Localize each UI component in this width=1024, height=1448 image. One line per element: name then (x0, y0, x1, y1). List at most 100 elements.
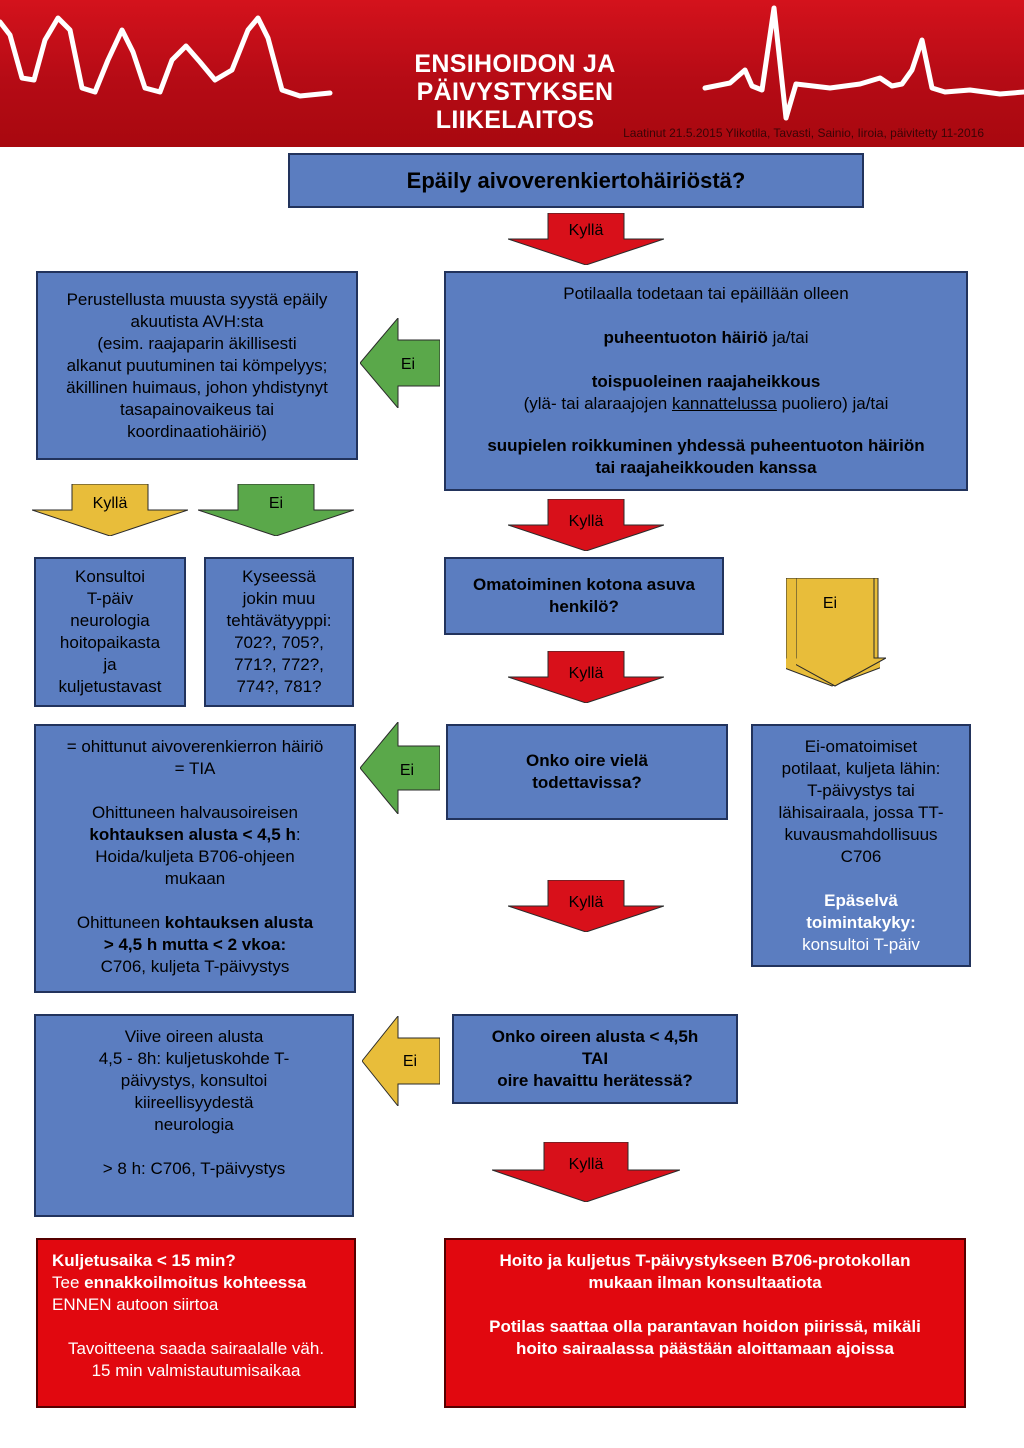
not-independent-line8: toimintakyky: (806, 912, 916, 932)
consult-line4: hoitopaikasta (59, 633, 161, 652)
no-arrow-left-1: Ei (360, 318, 440, 408)
tia-line9: C706, kuljeta T-päivystys (100, 957, 290, 976)
box-not-independent: Ei-omatoimiset potilaat, kuljeta lähin: … (751, 724, 971, 967)
no-arrow-left-1-label: Ei (401, 356, 415, 373)
tia-line6: mukaan (164, 869, 226, 888)
transport-line2-prefix: Tee (52, 1273, 85, 1292)
tia-line8: > 4,5 h mutta < 2 vkoa: (103, 935, 287, 954)
consult-line5: ja (103, 655, 117, 674)
other-cause-line7: koordinaatiohäiriö) (127, 421, 267, 441)
yes-arrow-down-3: Kyllä (508, 651, 664, 703)
no-arrow-down-yellow-right-head (796, 578, 886, 687)
independent-line2: henkilö? (549, 597, 619, 616)
yes-arrow-down-yellow: Kyllä (32, 484, 188, 536)
other-task-line2: jokin muu (242, 589, 316, 608)
box-transport-time: Kuljetusaika < 15 min? Tee ennakkoilmoit… (36, 1238, 356, 1408)
other-task-line6: 774?, 781? (236, 677, 322, 696)
organization-name-line1: ENSIHOIDON JA (414, 50, 616, 78)
question-symptom-still-present: Onko oire vielä todettavissa? (446, 724, 728, 820)
final-line2: mukaan ilman konsultaatiota (588, 1273, 822, 1292)
question-stroke-suspicion: Epäily aivoverenkiertohäiriöstä? (288, 153, 864, 208)
organization-name-line2: PÄIVYSTYKSEN LIIKELAITOS (416, 78, 614, 134)
not-independent-line3: T-päivystys tai (807, 780, 915, 800)
yes-arrow-down-5: Kyllä (492, 1142, 680, 1202)
question-stroke-suspicion-text: Epäily aivoverenkiertohäiriöstä? (406, 167, 746, 193)
tia-line4-suffix: : (295, 825, 301, 844)
not-independent-line9: konsultoi T-päiv (802, 934, 920, 954)
still-present-line2: todettavissa? (532, 773, 642, 792)
ecg-wave-icon (0, 5, 1024, 121)
consult-line6: kuljetustavast (58, 677, 162, 696)
header-banner: ENSIHOIDON JA PÄIVYSTYKSEN LIIKELAITOS L… (0, 0, 1024, 147)
other-task-line1: Kyseessä (242, 567, 316, 586)
delay-line1: Viive oireen alusta (124, 1027, 264, 1046)
other-cause-line1: Perustellusta muusta syystä epäily (66, 289, 328, 309)
other-cause-line3: (esim. raajaparin äkillisesti (97, 333, 297, 353)
transport-line2: ennakkoilmoitus kohteessa (84, 1273, 307, 1292)
tia-line4-wrap: kohtauksen alusta < 4,5 h: (89, 824, 300, 846)
organization-name: ENSIHOIDON JA PÄIVYSTYKSEN LIIKELAITOS (340, 50, 690, 134)
symptom-facial-droop-line1-text: suupielen roikkuminen yhdessä puheentuot… (487, 436, 925, 455)
onset-line3: oire havaittu herätessä? (497, 1071, 693, 1090)
delay-line6: > 8 h: C706, T-päivystys (102, 1159, 286, 1178)
symptom-limb-detail-underlined: kannattelussa (671, 394, 777, 413)
tia-line5: Hoida/kuljeta B706-ohjeen (95, 847, 295, 866)
tia-line2: = TIA (174, 759, 216, 778)
symptom-speech-disorder: puheentuoton häiriö (603, 328, 768, 347)
symptom-limb-weakness-text: toispuoleinen raajaheikkous (591, 372, 821, 391)
symptoms-intro: Potilaalla todetaan tai epäillään olleen (563, 284, 849, 303)
tia-line4: kohtauksen alusta < 4,5 h (89, 825, 296, 844)
symptom-facial-droop-line2-text: tai raajaheikkouden kanssa (595, 458, 817, 477)
not-independent-line4: lähisairaala, jossa TT- (778, 802, 944, 822)
no-arrow-down-green-label: Ei (269, 495, 283, 512)
not-independent-line1: Ei-omatoimiset (804, 736, 918, 756)
transport-line3: ENNEN autoon siirtoa (52, 1295, 219, 1314)
symptoms-speech: puheentuoton häiriö ja/tai (604, 327, 809, 349)
yes-arrow-down-1: Kyllä (508, 213, 664, 265)
onset-line2: TAI (581, 1049, 609, 1068)
no-arrow-left-2-label: Ei (400, 762, 414, 779)
author-credit: Laatinut 21.5.2015 Ylikotila, Tavasti, S… (623, 126, 984, 140)
not-independent-line5: kuvausmahdollisuus (784, 824, 938, 844)
tia-line1: = ohittunut aivoverenkierron häiriö (66, 737, 324, 756)
yes-arrow-down-3-label: Kyllä (569, 665, 604, 682)
question-independent-living: Omatoiminen kotona asuva henkilö? (444, 557, 724, 635)
other-task-line5: 771?, 772?, (234, 655, 324, 674)
symptom-limb-weakness: toispuoleinen raajaheikkous (592, 371, 821, 393)
other-cause-line2: akuutista AVH:sta (130, 311, 264, 331)
not-independent-line2: potilaat, kuljeta lähin: (781, 758, 941, 778)
other-task-line3: tehtävätyyppi: (226, 611, 332, 630)
question-onset-time: Onko oireen alusta < 4,5h TAI oire havai… (452, 1014, 738, 1104)
not-independent-line6: C706 (840, 846, 882, 866)
other-cause-line5: äkillinen huimaus, johon yhdistynyt (66, 377, 328, 397)
independent-line1: Omatoiminen kotona asuva (473, 575, 695, 594)
box-delay-from-onset: Viive oireen alusta 4,5 - 8h: kuljetusko… (34, 1014, 354, 1217)
yes-arrow-down-4-label: Kyllä (569, 894, 604, 911)
tia-line7-prefix: Ohittuneen (76, 913, 165, 932)
transport-line5: 15 min valmistautumisaikaa (91, 1361, 301, 1380)
consult-line1: Konsultoi (75, 567, 145, 586)
transport-line4: Tavoitteena saada sairaalalle väh. (67, 1339, 325, 1358)
delay-line3: päivystys, konsultoi (120, 1071, 268, 1090)
yes-arrow-down-2: Kyllä (508, 499, 664, 551)
box-other-task-type: Kyseessä jokin muu tehtävätyyppi: 702?, … (204, 557, 354, 707)
tia-line7: kohtauksen alusta (164, 913, 314, 932)
other-task-line4: 702?, 705?, (234, 633, 324, 652)
yes-arrow-down-4: Kyllä (508, 880, 664, 932)
yes-arrow-down-1-label: Kyllä (569, 222, 604, 239)
symptom-facial-droop-line2: tai raajaheikkouden kanssa (595, 457, 816, 479)
delay-line2: 4,5 - 8h: kuljetuskohde T- (98, 1049, 290, 1068)
onset-line1: Onko oireen alusta < 4,5h (491, 1027, 699, 1046)
box-tia: = ohittunut aivoverenkierron häiriö = TI… (34, 724, 356, 993)
symptom-limb-detail-a: (ylä- tai alaraajojen (523, 394, 672, 413)
tia-line8-wrap: > 4,5 h mutta < 2 vkoa: (104, 934, 286, 956)
not-independent-line7: Epäselvä (824, 890, 898, 910)
box-other-cause: Perustellusta muusta syystä epäily akuut… (36, 271, 358, 460)
symptom-speech-suffix: ja/tai (767, 328, 809, 347)
tia-line7-wrap: Ohittuneen kohtauksen alusta (77, 912, 313, 934)
transport-line2-wrap: Tee ennakkoilmoitus kohteessa (52, 1272, 306, 1294)
no-arrow-left-yellow: Ei (362, 1016, 440, 1106)
symptom-limb-detail: (ylä- tai alaraajojen kannattelussa puol… (524, 393, 889, 415)
box-symptoms: Potilaalla todetaan tai epäillään olleen… (444, 271, 968, 491)
no-arrow-down-yellow-right-label: Ei (822, 595, 838, 612)
